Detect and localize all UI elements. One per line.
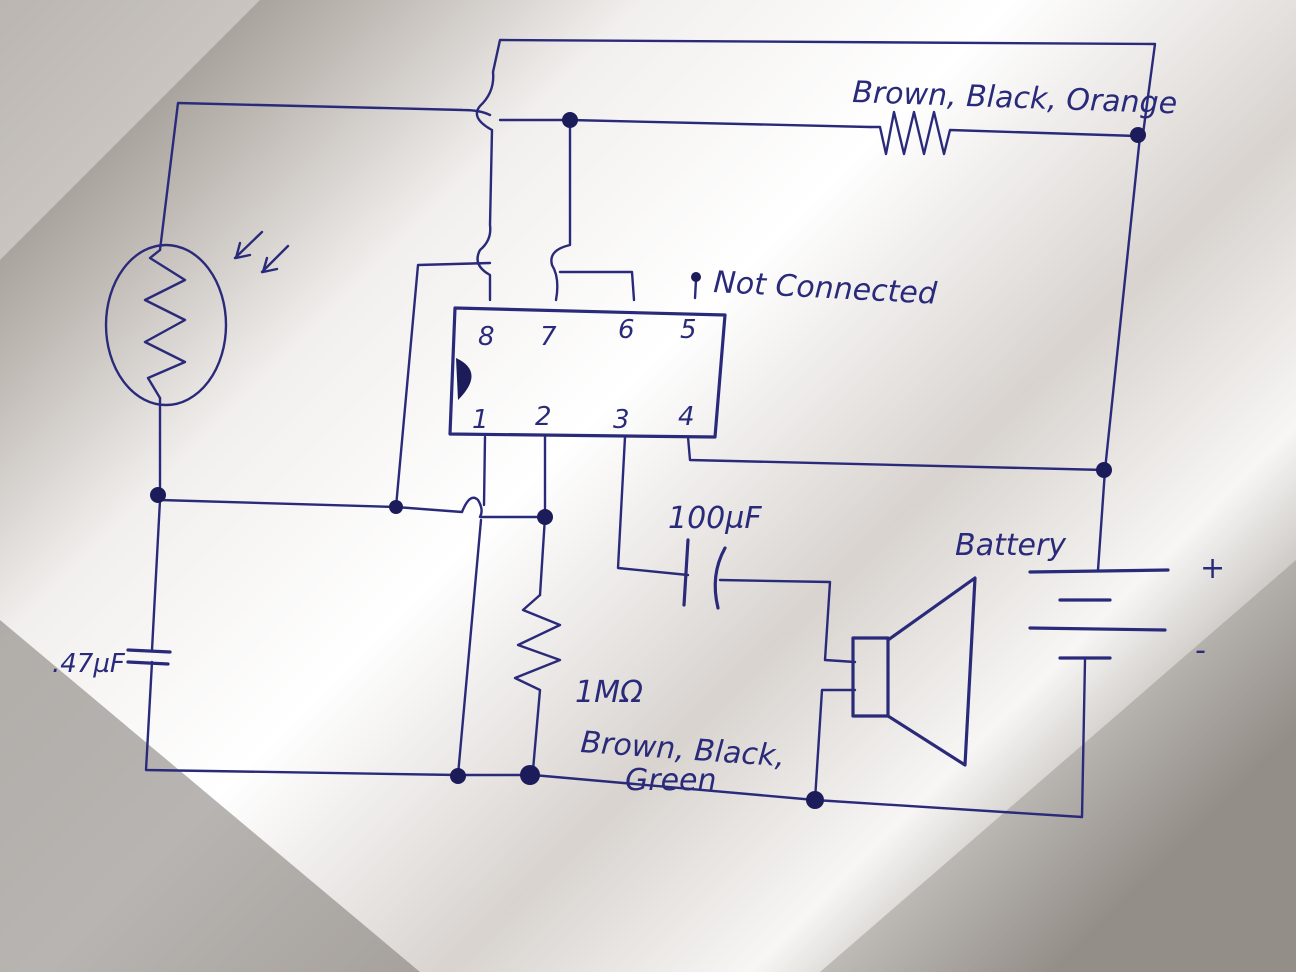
wire-cap-to-speaker xyxy=(718,578,857,664)
ic-pin-1: 1 xyxy=(472,405,489,435)
wire-trigger xyxy=(394,261,492,509)
cap-large-plate-left xyxy=(682,538,690,607)
ic-pin-7: 7 xyxy=(540,322,557,352)
wire-pin7 xyxy=(550,118,572,302)
wire-pin6-link xyxy=(558,270,636,302)
ic-pin-2: 2 xyxy=(535,402,552,432)
ic-notch xyxy=(456,358,472,400)
node-top-junction xyxy=(562,112,578,128)
label-not-connected: Not Connected xyxy=(713,265,939,312)
node-ldr-bottom xyxy=(150,487,166,503)
wire-top-row xyxy=(498,118,872,129)
label-cap-small: .47µF xyxy=(52,649,126,679)
wire-pin5-stub xyxy=(693,278,698,300)
wire-top-loop xyxy=(475,38,1157,302)
resistor-top-zigzag xyxy=(868,110,1139,156)
wire-pin1-ground xyxy=(456,435,487,777)
cap-large-plate-right xyxy=(713,546,727,610)
node-ground-mid xyxy=(520,765,540,785)
node-right-rail xyxy=(1096,462,1112,478)
resistor-1m-zigzag xyxy=(513,593,562,772)
node-not-connected xyxy=(691,272,701,282)
label-resistor-top: Brown, Black, Orange xyxy=(852,75,1178,121)
wire-speaker-ground xyxy=(813,688,857,802)
ic-pin-8: 8 xyxy=(478,322,495,352)
node-ground-left xyxy=(450,768,466,784)
label-res-colors-2: Green xyxy=(625,763,717,798)
label-battery: Battery xyxy=(955,528,1067,563)
label-plus: + xyxy=(1200,551,1225,586)
wire-top-left xyxy=(158,101,492,502)
ldr-light-arrows xyxy=(233,230,290,274)
ic-pin-3: 3 xyxy=(613,405,630,435)
speaker-magnet xyxy=(851,636,890,718)
ldr-zigzag xyxy=(143,248,187,400)
node-ground-right xyxy=(806,791,824,809)
wire-cap-small xyxy=(144,498,1087,819)
wire-pin3 xyxy=(616,435,690,577)
ic-body-outline xyxy=(448,306,727,439)
node-trigger xyxy=(389,500,403,514)
label-res-value: 1MΩ xyxy=(575,675,643,710)
wire-mid-horizontal xyxy=(158,496,547,519)
battery-plates xyxy=(1028,568,1170,660)
ic-pin-6: 6 xyxy=(618,315,635,345)
ldr-envelope xyxy=(104,243,228,407)
cap-small-plates xyxy=(126,648,172,666)
ic-pin-5: 5 xyxy=(680,315,697,345)
node-top-right xyxy=(1130,127,1146,143)
wire-right-vertical xyxy=(1096,134,1142,572)
ic-pin-4: 4 xyxy=(678,402,695,432)
label-cap-large: 100µF xyxy=(668,501,762,536)
wire-pin4 xyxy=(686,435,1107,472)
node-pin2 xyxy=(537,509,553,525)
speaker-cone xyxy=(886,576,977,767)
label-minus: - xyxy=(1195,633,1206,668)
